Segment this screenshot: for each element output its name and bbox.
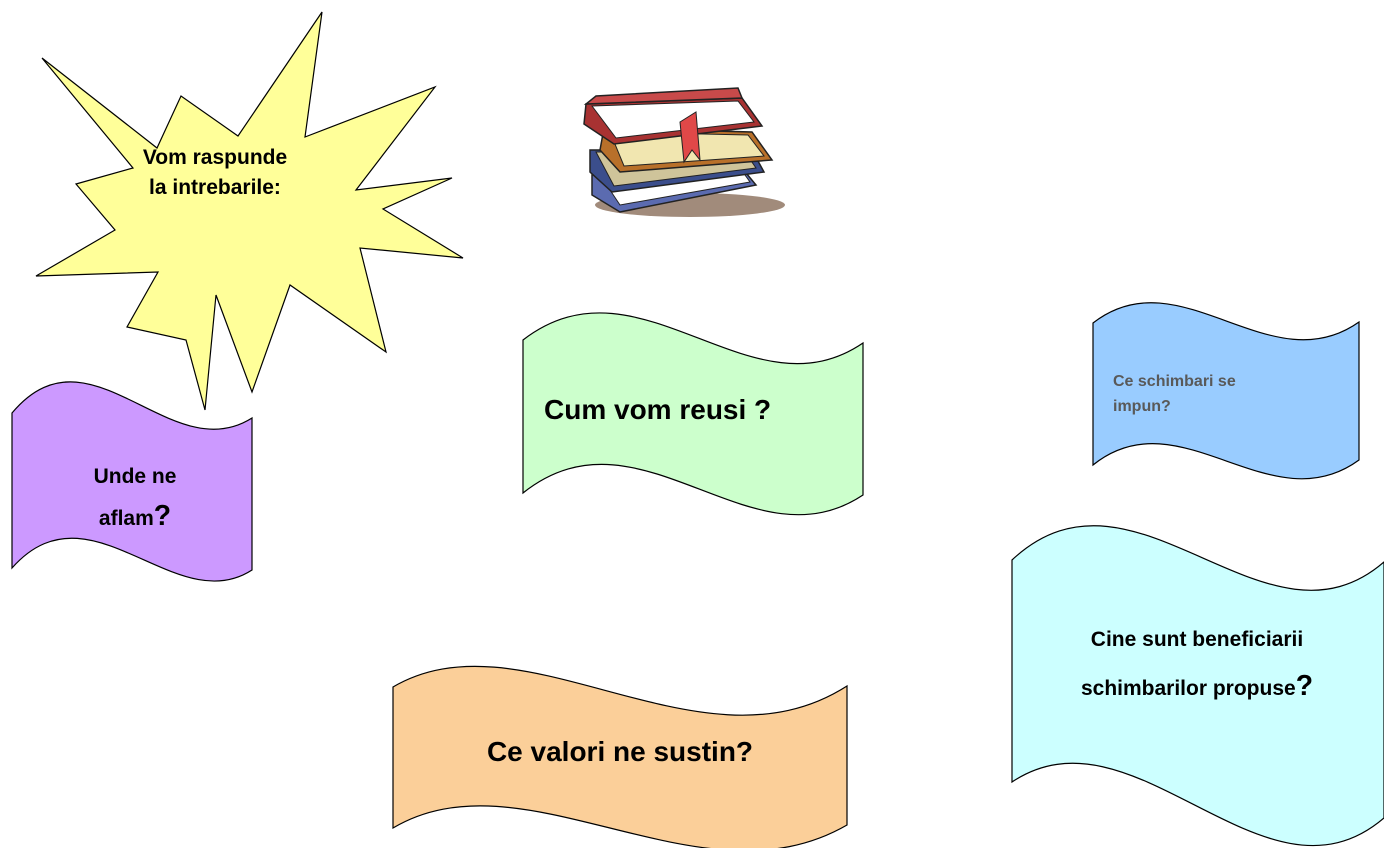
- banner-shape-valori: [392, 665, 848, 848]
- banner-schimbari-line-2: impun?: [1113, 397, 1171, 415]
- stack-of-books-icon: [583, 87, 785, 217]
- banner-shape-cum: [522, 312, 864, 516]
- banner-shape-unde: [11, 381, 253, 582]
- banner-label-unde: Unde ne aflam?: [50, 460, 220, 539]
- banner-schimbari-line-1: Ce schimbari se: [1113, 373, 1236, 390]
- starburst-line-1: Vom raspunde: [142, 146, 288, 169]
- banner-beneficiari-question-mark: ?: [1295, 669, 1314, 702]
- banner-unde-line-1: Unde ne: [93, 465, 177, 488]
- banner-shape-beneficiari: [1011, 525, 1384, 847]
- banner-unde-line-2: aflam: [98, 506, 154, 530]
- banner-beneficiari-line-1: Cine sunt beneficiarii: [1090, 628, 1304, 651]
- banner-label-cum: Cum vom reusi ?: [544, 394, 772, 425]
- starburst-label: Vom raspunde la intrebarile:: [135, 143, 295, 204]
- banner-label-beneficiari: Cine sunt beneficiarii schimbarilor prop…: [1032, 620, 1362, 714]
- banner-label-schimbari: Ce schimbari se impun?: [1113, 370, 1313, 420]
- starburst-line-2: la intrebarile:: [149, 176, 281, 200]
- banner-beneficiari-line-2: schimbarilor propuse: [1080, 676, 1296, 700]
- banner-unde-question-mark: ?: [153, 499, 172, 532]
- banner-label-valori: Ce valori ne sustin?: [486, 736, 754, 767]
- starburst-shape: [35, 11, 464, 411]
- banner-shape-schimbari: [1092, 302, 1360, 480]
